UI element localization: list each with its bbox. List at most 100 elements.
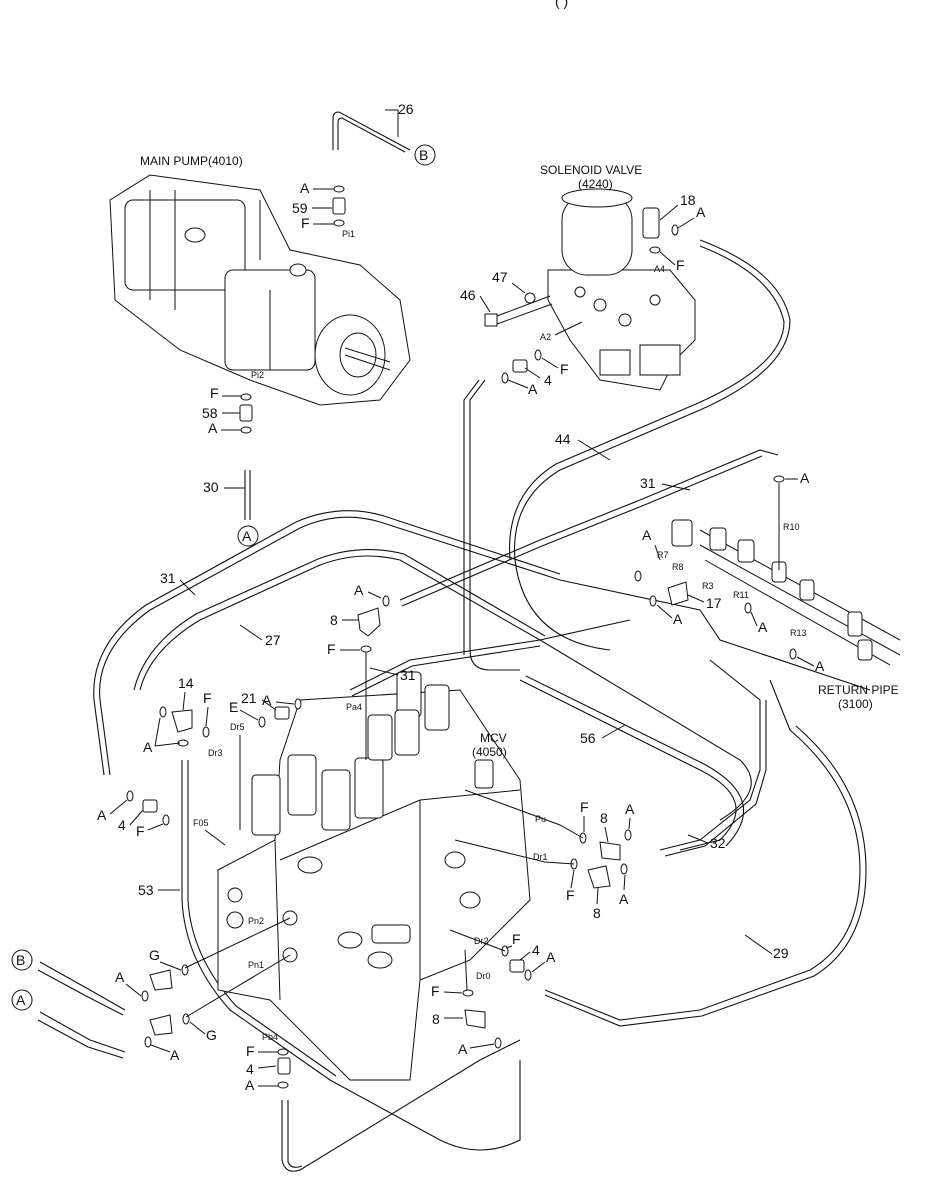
svg-text:F05: F05 — [193, 818, 209, 828]
callout-29: 29 — [773, 945, 789, 961]
svg-text:F: F — [136, 823, 145, 839]
return-pipe-label-2: (3100) — [838, 697, 873, 711]
bolt-46 — [484, 295, 553, 327]
svg-text:Dr3: Dr3 — [208, 748, 223, 758]
main-pump-drawing — [109, 174, 411, 406]
hose-pb4-loop — [281, 1039, 521, 1172]
svg-text:A: A — [800, 470, 810, 486]
svg-text:Pa4: Pa4 — [346, 702, 362, 712]
connector-b-top: B — [414, 144, 436, 166]
callout-17: 17 — [706, 595, 722, 611]
hose-27 — [139, 555, 752, 821]
callout-58: 58 — [202, 405, 218, 421]
hose-network — [37, 111, 901, 1172]
svg-text:B: B — [16, 952, 25, 968]
svg-text:A2: A2 — [540, 332, 551, 342]
hose-44 — [509, 239, 791, 651]
hose-26 — [332, 111, 411, 153]
svg-text:G: G — [149, 947, 160, 963]
callout-4-solenoid: 4 — [544, 372, 552, 388]
svg-text:Pi1: Pi1 — [342, 229, 355, 239]
svg-text:Pb4: Pb4 — [262, 1032, 278, 1042]
callout-31-left: 31 — [160, 570, 176, 586]
svg-text:F: F — [301, 215, 310, 231]
svg-text:F: F — [580, 799, 589, 815]
mcv-drawing — [217, 671, 531, 1081]
svg-text:A: A — [528, 381, 538, 397]
svg-text:A: A — [354, 582, 364, 598]
svg-text:A: A — [16, 992, 26, 1008]
callout-44: 44 — [555, 431, 571, 447]
solenoid-valve-label-2: (4240) — [578, 177, 613, 191]
callout-14: 14 — [178, 675, 194, 691]
mcv-label-1: MCV — [480, 731, 507, 745]
callout-18: 18 — [680, 192, 696, 208]
svg-text:F: F — [210, 385, 219, 401]
hose-a-inlet — [37, 1011, 126, 1059]
svg-text:A: A — [546, 949, 556, 965]
svg-text:A: A — [625, 801, 635, 817]
callout-4-left: 4 — [118, 817, 126, 833]
connector-a-inlet: A — [11, 989, 33, 1011]
callout-59: 59 — [292, 200, 308, 216]
port-labels: Pi1 Pi2 A2 A4 R7 R8 R3 R10 R11 R13 Pa4 D… — [184, 229, 807, 1042]
fitting-18 — [642, 207, 660, 239]
fittings — [142, 197, 689, 1075]
connector-a-pump: A — [237, 525, 259, 547]
svg-text:Pu: Pu — [535, 814, 546, 824]
solenoid-valve-label-1: SOLENOID VALVE — [540, 163, 642, 177]
hose-53 — [181, 760, 521, 1151]
mcv-label-2: (4050) — [472, 745, 507, 759]
svg-text:F: F — [512, 931, 521, 947]
callout-21: 21 — [241, 690, 257, 706]
callout-53: 53 — [138, 882, 154, 898]
main-pump-label: MAIN PUMP(4010) — [140, 154, 243, 168]
svg-text:A: A — [143, 739, 153, 755]
part-callouts: 26 59 58 30 18 47 46 4 44 31 31 27 8 31 … — [118, 101, 789, 1077]
callout-27: 27 — [265, 632, 281, 648]
svg-text:A: A — [758, 619, 768, 635]
hose-31-outer-b — [93, 510, 561, 776]
svg-text:A: A — [619, 891, 629, 907]
hose-b-inlet — [37, 961, 126, 1016]
svg-text:Pn1: Pn1 — [248, 960, 264, 970]
svg-text:B: B — [419, 147, 428, 163]
svg-text:Dr5: Dr5 — [230, 722, 245, 732]
hose-31-mcv — [349, 619, 631, 697]
callout-8-dr0: 8 — [432, 1011, 440, 1027]
svg-text:A: A — [170, 1047, 180, 1063]
svg-text:R11: R11 — [733, 590, 749, 600]
svg-text:F: F — [431, 983, 440, 999]
svg-text:G: G — [206, 1027, 217, 1043]
svg-text:A: A — [97, 807, 107, 823]
svg-text:F: F — [246, 1043, 255, 1059]
return-pipe-label-1: RETURN PIPE — [818, 683, 899, 697]
hose-30 — [244, 470, 251, 520]
svg-text:A4: A4 — [654, 264, 665, 274]
svg-text:A: A — [262, 692, 272, 708]
page-title-fragment: ( ) — [555, 0, 568, 9]
callout-46: 46 — [460, 287, 476, 303]
callout-4-dr2: 4 — [532, 942, 540, 958]
svg-text:Pi2: Pi2 — [251, 370, 264, 380]
svg-text:A: A — [208, 420, 218, 436]
svg-text:A: A — [673, 611, 683, 627]
callout-26: 26 — [398, 101, 414, 117]
callout-8-top: 8 — [330, 612, 338, 628]
callout-8-pu: 8 — [600, 810, 608, 826]
svg-text:Pn2: Pn2 — [248, 916, 264, 926]
callout-56: 56 — [580, 730, 596, 746]
callout-32: 32 — [710, 835, 726, 851]
callout-30: 30 — [203, 479, 219, 495]
svg-text:F: F — [560, 361, 569, 377]
svg-text:Dr1: Dr1 — [533, 852, 548, 862]
hose-56 — [519, 675, 745, 851]
svg-text:R8: R8 — [672, 562, 684, 572]
washer-47 — [524, 292, 536, 304]
callout-47: 47 — [492, 269, 508, 285]
svg-text:A: A — [642, 527, 652, 543]
return-pipe-drawing — [671, 519, 873, 661]
solenoid-valve-drawing — [547, 188, 696, 391]
seal-callouts: A F F A A F F A A A A F A A A A A F E A … — [97, 180, 825, 1093]
